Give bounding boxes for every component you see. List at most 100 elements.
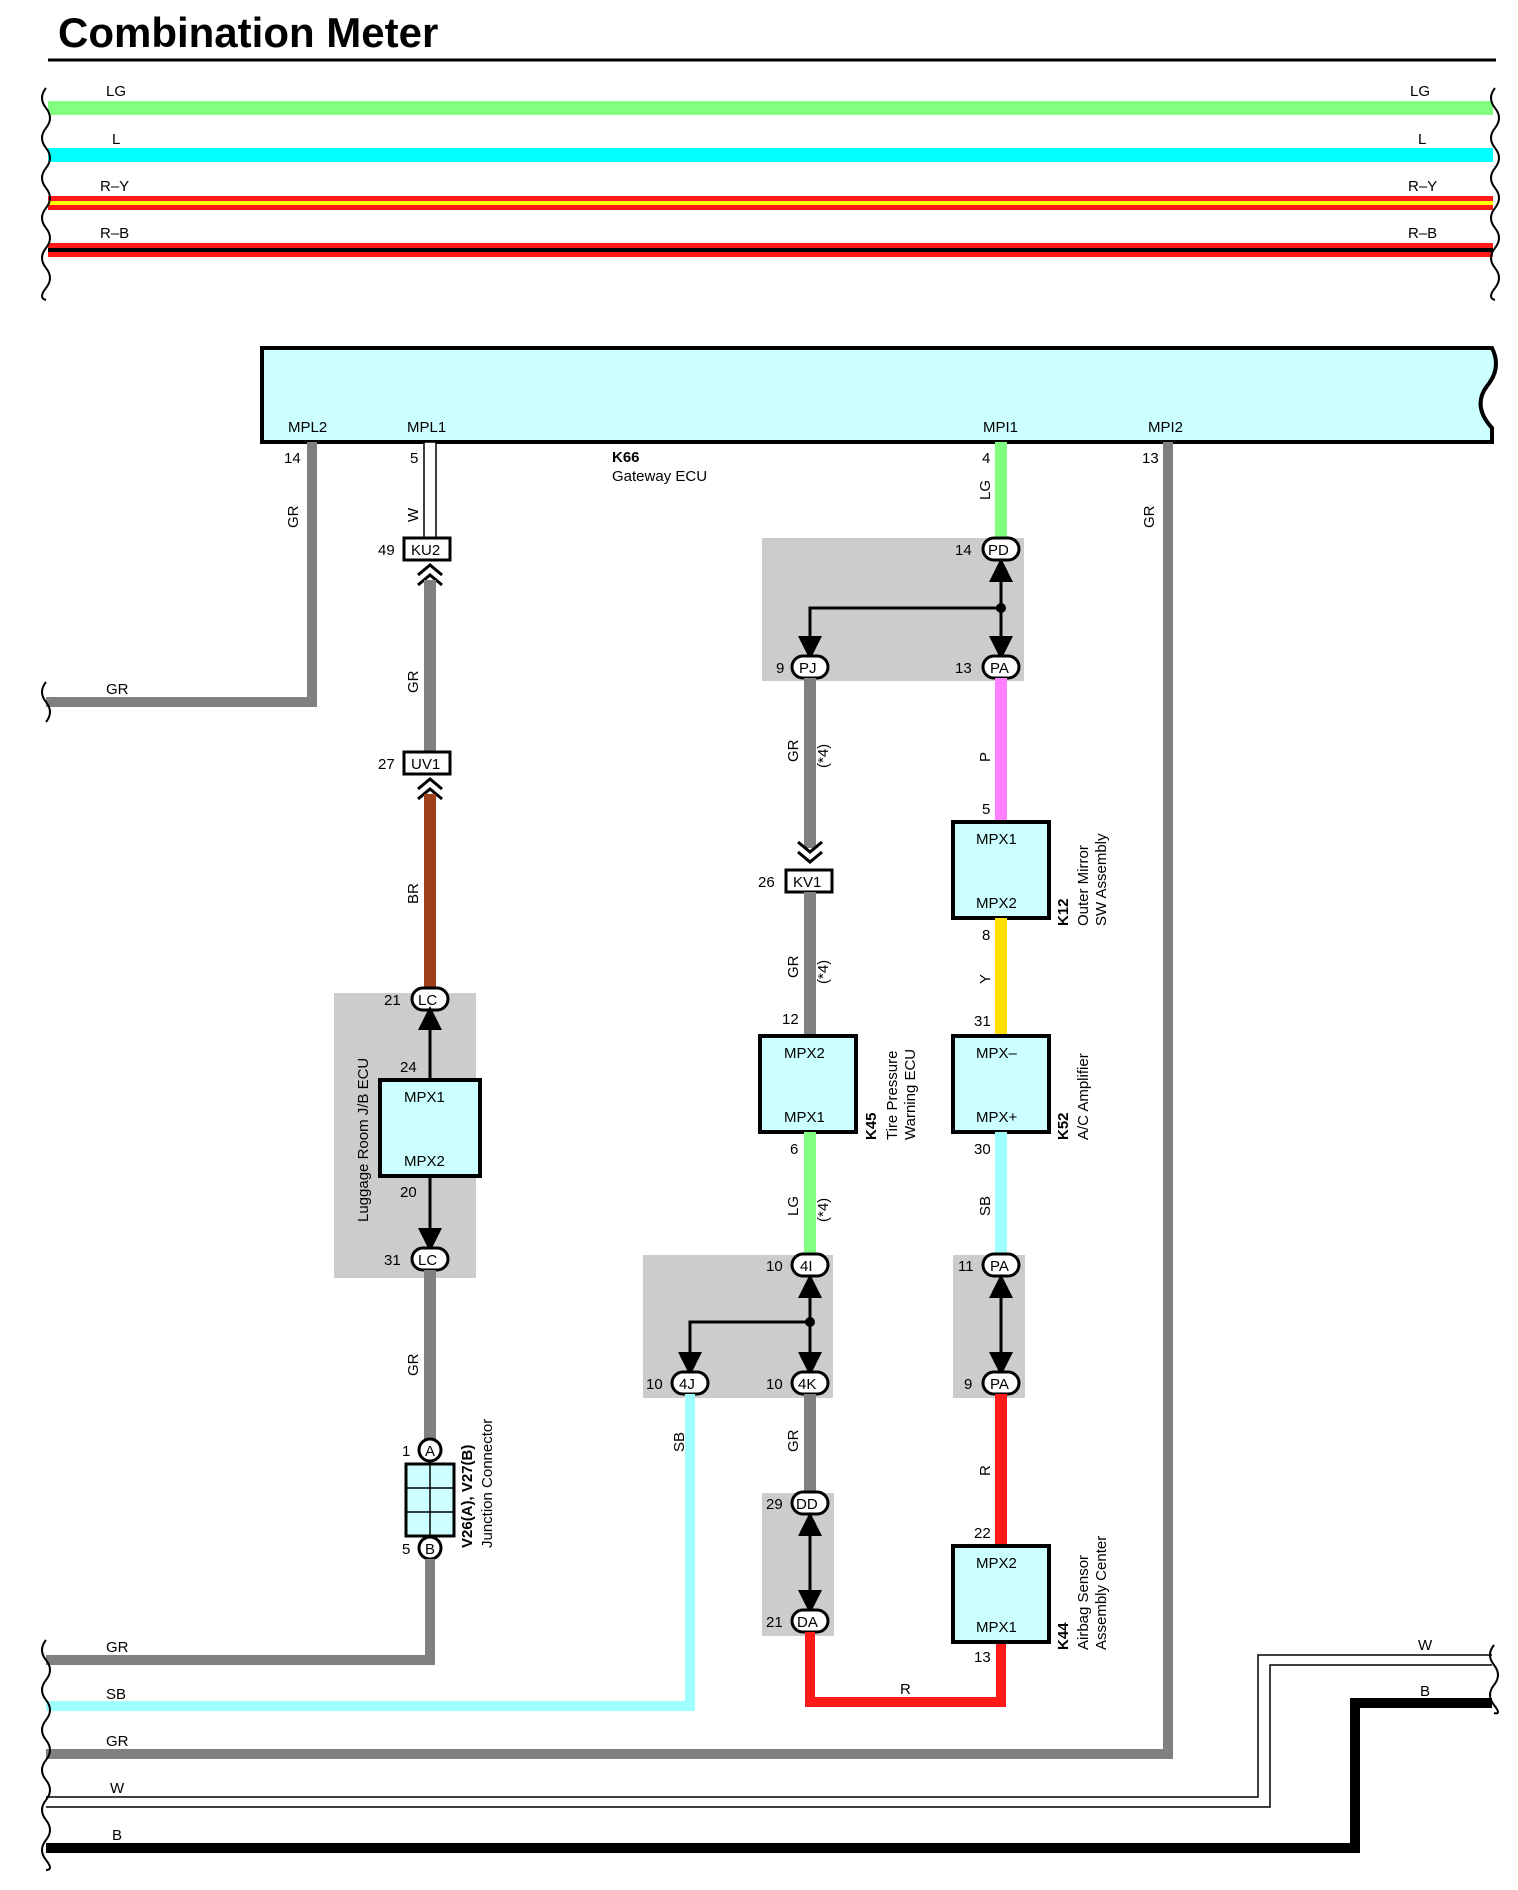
wire-gr-bottom1 (46, 1559, 435, 1665)
break-mark (41, 681, 51, 723)
break-mark (41, 1639, 51, 1871)
connector-uv1 (402, 750, 452, 776)
wire-label: GR (106, 681, 129, 698)
wire-label: LG (1410, 83, 1430, 100)
wire-label: R (977, 1465, 994, 1476)
signal-arrow (678, 1320, 810, 1376)
wire-label: R–Y (1408, 178, 1437, 195)
connector-pin: 27 (378, 756, 395, 773)
k52-ac-amplifier (951, 1034, 1051, 1134)
pin-number: 8 (982, 927, 990, 944)
wire-label: W (405, 507, 422, 522)
wire-label: GR (1141, 505, 1158, 528)
wire-label: GR (106, 1733, 129, 1750)
connector-code: PD (988, 542, 1009, 559)
connector-chevrons (797, 840, 823, 864)
pin-number: 5 (982, 801, 990, 818)
wire-p (995, 678, 1007, 822)
wire-gr (424, 1270, 436, 1440)
wire-label: R–B (1408, 225, 1437, 242)
connector-code: B (425, 1541, 435, 1558)
connector-pin: 9 (964, 1376, 972, 1393)
component-name: Warning ECU (902, 1049, 919, 1140)
wire-r (995, 1394, 1007, 1546)
wire-b-bottom (46, 1698, 1492, 1853)
component-pin: MPX+ (976, 1109, 1018, 1126)
connector-code: PA (990, 1258, 1009, 1275)
pin-number: 24 (400, 1059, 417, 1076)
component-id: K45 (863, 1112, 880, 1140)
connector-chevrons (417, 563, 443, 587)
connector-code: PA (990, 1376, 1009, 1393)
break-mark (1490, 87, 1500, 301)
component-name: A/C Amplifier (1075, 1053, 1092, 1140)
connector-pin: 13 (955, 660, 972, 677)
wire-gr-mpl2 (46, 442, 317, 707)
component-pin: MPX1 (784, 1109, 825, 1126)
pin-number: 6 (790, 1141, 798, 1158)
connector-code: 4J (679, 1376, 695, 1393)
wire-gr (804, 678, 816, 848)
gateway-pin-mpl2: MPL2 (288, 419, 327, 436)
connector-pin: 21 (766, 1614, 783, 1631)
gateway-pin-mpl1: MPL1 (407, 419, 446, 436)
connector-code: DD (796, 1496, 818, 1513)
connector-pin: 10 (766, 1376, 783, 1393)
pin-number: 22 (974, 1525, 991, 1542)
wire-label: SB (671, 1432, 688, 1452)
wire-label: BR (405, 883, 422, 904)
component-name: Assembly Center (1093, 1536, 1110, 1650)
component-pin: MPX1 (976, 831, 1017, 848)
connector-pin: 1 (402, 1443, 410, 1460)
pin-number: 20 (400, 1184, 417, 1201)
connector-ku2 (402, 536, 452, 562)
wire-label: GR (405, 1353, 422, 1376)
wire-label: B (1420, 1683, 1430, 1700)
connector-pin: 5 (402, 1541, 410, 1558)
connector-pin: 49 (378, 542, 395, 559)
connector-pin: 10 (766, 1258, 783, 1275)
wire-label: R–B (100, 225, 129, 242)
connector-code: 4K (798, 1376, 816, 1393)
wire-label: GR (405, 670, 422, 693)
wire-label: B (112, 1827, 122, 1844)
top-wire-ry: R–Y R–Y (48, 178, 1493, 210)
k12-outer-mirror-sw (951, 820, 1051, 920)
component-name: Airbag Sensor (1075, 1555, 1092, 1650)
connector-code: KU2 (411, 542, 440, 559)
wire-note: (*4) (815, 1198, 832, 1222)
component-name: SW Assembly (1093, 833, 1110, 926)
wire-r-bottom (805, 1632, 1006, 1707)
junction-pin-a (417, 1437, 443, 1463)
connector-pin: 10 (646, 1376, 663, 1393)
wire-label: SB (977, 1196, 994, 1216)
junction-dot (805, 1317, 815, 1327)
wire-sb (995, 1132, 1007, 1254)
pin-number: 31 (974, 1013, 991, 1030)
connector-code: A (425, 1443, 435, 1460)
wire-label: GR (785, 739, 802, 762)
pin-number: 30 (974, 1141, 991, 1158)
wire-label: GR (285, 505, 302, 528)
wire-label: LG (977, 480, 994, 500)
wire-lg (804, 1132, 816, 1260)
component-name: Outer Mirror (1075, 845, 1092, 926)
wire-gr (804, 892, 816, 1034)
wire-label: GR (785, 1429, 802, 1452)
wire-y (995, 918, 1007, 1036)
component-id: K12 (1055, 898, 1072, 926)
gateway-id: K66 (612, 449, 640, 466)
connector-pin: 9 (776, 660, 784, 677)
gateway-pin-mpi1: MPI1 (983, 419, 1018, 436)
luggage-jb-ecu (378, 1078, 482, 1178)
pin-number: 5 (410, 450, 418, 467)
wire-label: W (110, 1780, 125, 1797)
wire-sb-bottom (46, 1394, 695, 1711)
wire-gr (804, 1394, 816, 1494)
gateway-ecu-box: MPL2 MPL1 MPI1 MPI2 (260, 346, 1498, 444)
page-title: Combination Meter (58, 9, 438, 56)
wire-label: Y (977, 974, 994, 984)
component-pin: MPX2 (976, 1555, 1017, 1572)
wire-gr (424, 580, 436, 752)
connector-pin: 11 (958, 1258, 974, 1275)
